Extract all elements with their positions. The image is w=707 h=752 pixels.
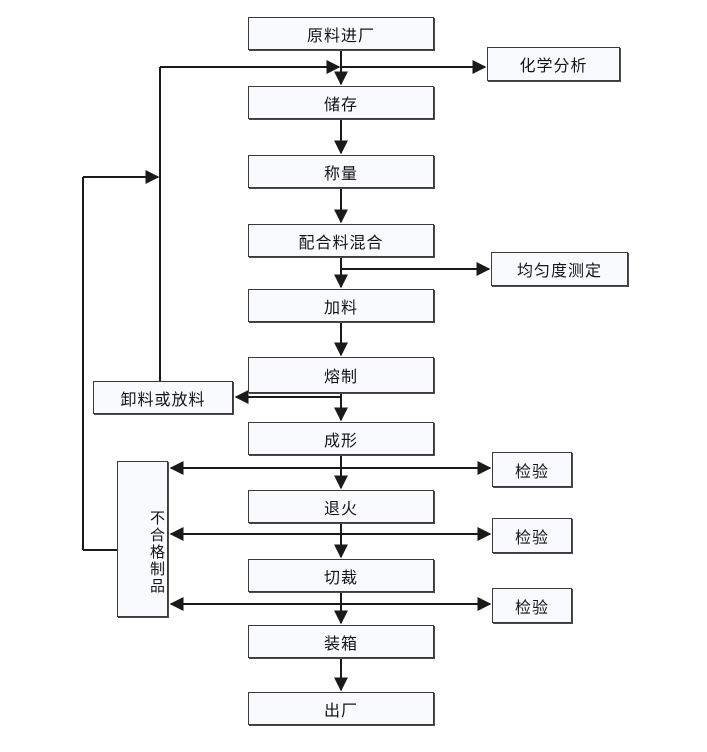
node-label: 原料进厂 — [306, 27, 375, 45]
node-label: 检验 — [514, 463, 549, 481]
node-weighing[interactable]: 称量 — [248, 155, 434, 188]
node-label: 装箱 — [323, 635, 358, 653]
node-label: 退火 — [323, 500, 358, 518]
node-storage[interactable]: 储存 — [248, 86, 434, 119]
node-label: 检验 — [514, 599, 549, 617]
node-annealing[interactable]: 退火 — [248, 490, 434, 523]
node-packing[interactable]: 装箱 — [248, 625, 434, 658]
node-chemical-analysis[interactable]: 化学分析 — [487, 47, 620, 81]
node-label: 称量 — [323, 165, 358, 183]
node-charging[interactable]: 加料 — [248, 289, 434, 322]
node-inspection-2[interactable]: 检验 — [492, 518, 572, 553]
node-melting[interactable]: 熔制 — [248, 357, 434, 393]
node-cutting[interactable]: 切裁 — [248, 559, 434, 592]
node-forming[interactable]: 成形 — [248, 422, 434, 455]
node-batch-mixing[interactable]: 配合料混合 — [248, 224, 434, 257]
node-nonconforming-products[interactable]: 不合格制品 — [117, 461, 168, 617]
node-label: 配合料混合 — [298, 234, 384, 252]
node-label: 储存 — [323, 96, 358, 114]
node-label: 化学分析 — [519, 58, 588, 75]
node-label: 均匀度测定 — [516, 263, 602, 280]
node-inspection-1[interactable]: 检验 — [492, 452, 572, 487]
node-shipping[interactable]: 出厂 — [248, 692, 434, 725]
node-homogeneity-test[interactable]: 均匀度测定 — [491, 252, 628, 286]
node-discharge-or-drain[interactable]: 卸料或放料 — [93, 381, 233, 414]
node-label: 出厂 — [323, 702, 358, 720]
node-inspection-3[interactable]: 检验 — [492, 588, 572, 623]
node-label: 检验 — [514, 529, 549, 547]
node-label: 加料 — [323, 299, 358, 317]
node-label: 成形 — [323, 432, 358, 450]
node-label: 切裁 — [323, 569, 358, 587]
node-raw-material-intake[interactable]: 原料进厂 — [248, 17, 434, 50]
node-label: 卸料或放料 — [120, 391, 206, 409]
node-label: 熔制 — [323, 369, 358, 386]
node-label: 不合格制品 — [148, 509, 164, 595]
